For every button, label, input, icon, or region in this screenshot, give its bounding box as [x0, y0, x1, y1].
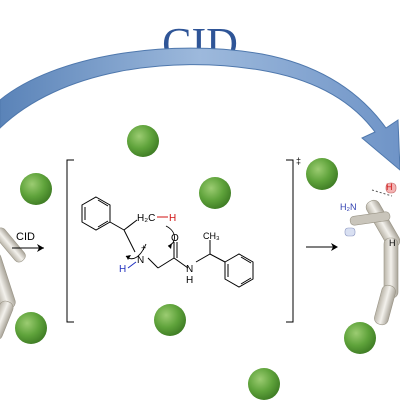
product-amine: H₂N	[340, 202, 357, 212]
green-sphere	[199, 177, 231, 209]
amide-nitrogen: N	[186, 264, 193, 275]
cid-arrow-label: CID	[16, 231, 35, 243]
curved-arrow-head-1	[126, 255, 131, 260]
methyl-label: CH₃	[203, 231, 220, 241]
left-arrow-head	[37, 244, 44, 252]
transition-state-molecule	[81, 196, 254, 288]
ammonium-hydrogen: H	[119, 264, 126, 275]
right-arrow-head	[331, 243, 338, 251]
product-side-hydrogen: H	[389, 238, 396, 248]
left-3d-fragment	[0, 227, 26, 341]
carbonyl-oxygen: O	[171, 233, 179, 244]
green-sphere	[344, 322, 376, 354]
green-sphere	[154, 304, 186, 336]
green-sphere	[127, 125, 159, 157]
left-bracket	[66, 159, 74, 323]
right-bracket	[286, 159, 294, 323]
product-red-hydrogen: H	[386, 182, 393, 192]
plus-charge: +	[141, 243, 146, 253]
ammonium-nitrogen: N	[137, 255, 144, 266]
green-sphere	[15, 312, 47, 344]
curved-arrow-head-2	[168, 243, 172, 249]
green-sphere	[248, 368, 280, 400]
transition-state-dagger: ‡	[296, 156, 301, 166]
amide-hydrogen: H	[186, 275, 193, 286]
migrating-hydrogen: H	[169, 213, 176, 224]
green-sphere	[306, 158, 338, 190]
right-3d-fragment	[344, 182, 400, 326]
curved-arrow	[0, 47, 400, 171]
green-sphere	[20, 173, 52, 205]
ch2-label: H₂C	[137, 213, 155, 224]
